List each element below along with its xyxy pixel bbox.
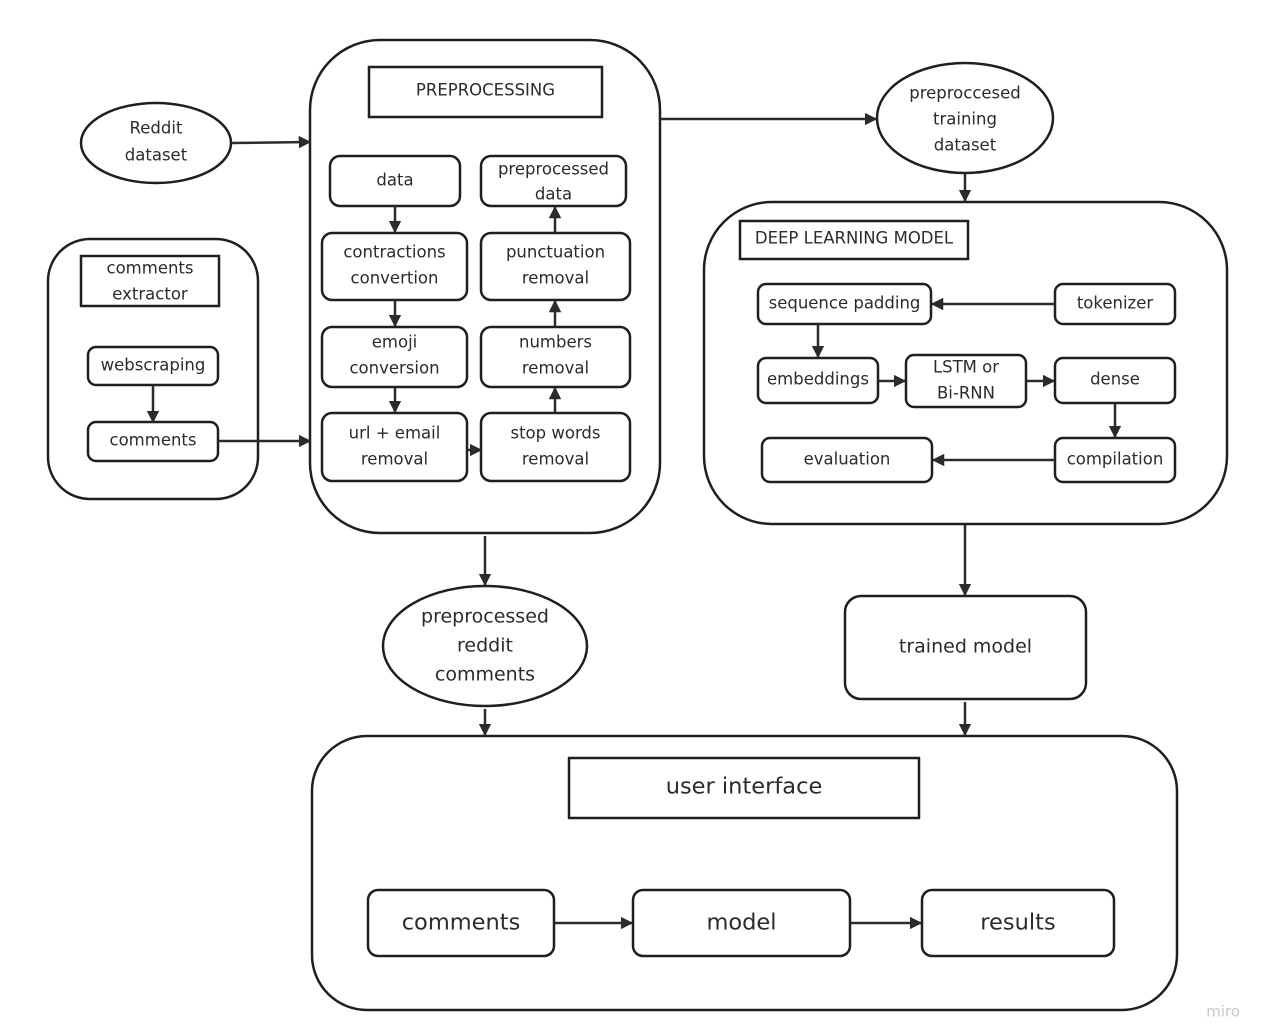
svg-text:preproccesed: preproccesed [909,84,1021,103]
svg-text:conversion: conversion [349,359,439,378]
svg-text:convertion: convertion [351,269,439,288]
contractions-conversion-node: contractions convertion [320,231,469,302]
svg-text:preprocessed: preprocessed [421,606,549,628]
svg-text:removal: removal [361,450,428,469]
svg-text:removal: removal [522,269,589,288]
numbers-removal-node: numbers removal [479,325,632,389]
punctuation-removal-node: punctuation removal [479,231,632,302]
ui-model-node: model [631,888,852,958]
webscraping-node: webscraping [86,345,220,387]
sequence-padding-node: sequence padding [756,282,933,326]
svg-text:embeddings: embeddings [767,370,869,389]
reddit-dataset-node: Reddit dataset [79,101,233,185]
url-email-removal-node: url + email removal [320,411,469,483]
svg-text:tokenizer: tokenizer [1077,294,1154,313]
svg-text:contractions: contractions [343,243,445,262]
svg-text:model: model [706,910,776,936]
data-node: data [328,154,462,208]
preprocessed-data-node: preprocessed data [479,154,628,208]
svg-text:emoji: emoji [372,333,418,352]
user-interface-title: user interface [567,756,921,820]
svg-text:data: data [376,171,413,190]
deep-learning-model-title: DEEP LEARNING MODEL [738,219,970,261]
svg-text:PREPROCESSING: PREPROCESSING [416,81,555,100]
stop-words-removal-node: stop words removal [479,411,632,483]
svg-text:removal: removal [522,450,589,469]
preprocessed-reddit-comments-node: preprocessed reddit comments [381,584,589,708]
evaluation-node: evaluation [760,436,934,484]
arrow-reddit-to-preprocessing [231,135,312,149]
ui-comments-node: comments [366,888,556,958]
dense-node: dense [1053,356,1177,405]
ui-results-node: results [920,888,1116,958]
svg-text:comments: comments [435,664,535,686]
svg-text:dense: dense [1090,370,1140,389]
preprocessing-title: PREPROCESSING [367,65,604,119]
svg-text:LSTM or: LSTM or [933,358,999,377]
svg-text:Reddit: Reddit [130,119,183,138]
comments-extractor-title: comments extractor [79,254,221,308]
svg-text:comments: comments [402,910,521,936]
svg-text:removal: removal [522,359,589,378]
svg-text:data: data [535,185,572,204]
svg-text:results: results [980,910,1055,936]
svg-text:numbers: numbers [519,333,592,352]
svg-text:punctuation: punctuation [506,243,605,262]
compilation-node: compilation [1053,436,1177,484]
svg-text:user interface: user interface [666,774,823,800]
svg-text:comments: comments [110,431,197,450]
miro-watermark: miro [1206,1003,1240,1021]
svg-text:training: training [933,110,997,129]
preprocessed-training-dataset-node: preproccesed training dataset [875,61,1055,175]
lstm-bi-rnn-node: LSTM or Bi-RNN [904,353,1028,409]
tokenizer-node: tokenizer [1053,282,1177,326]
svg-text:reddit: reddit [457,635,513,657]
svg-text:trained model: trained model [899,636,1032,658]
trained-model-node: trained model [843,594,1088,701]
svg-text:extractor: extractor [112,285,188,304]
svg-text:compilation: compilation [1067,450,1164,469]
svg-text:stop words: stop words [510,424,600,443]
extractor-comments-node: comments [86,420,220,463]
svg-text:DEEP LEARNING MODEL: DEEP LEARNING MODEL [755,229,954,248]
svg-text:webscraping: webscraping [101,356,206,375]
svg-text:dataset: dataset [934,136,997,155]
svg-text:comments: comments [107,259,194,278]
svg-text:evaluation: evaluation [804,450,891,469]
emoji-conversion-node: emoji conversion [320,325,469,389]
embeddings-node: embeddings [756,356,880,405]
svg-text:dataset: dataset [125,146,188,165]
svg-text:url + email: url + email [349,424,441,443]
svg-text:sequence padding: sequence padding [769,294,921,313]
svg-text:Bi-RNN: Bi-RNN [937,384,995,403]
svg-text:preprocessed: preprocessed [498,160,609,179]
